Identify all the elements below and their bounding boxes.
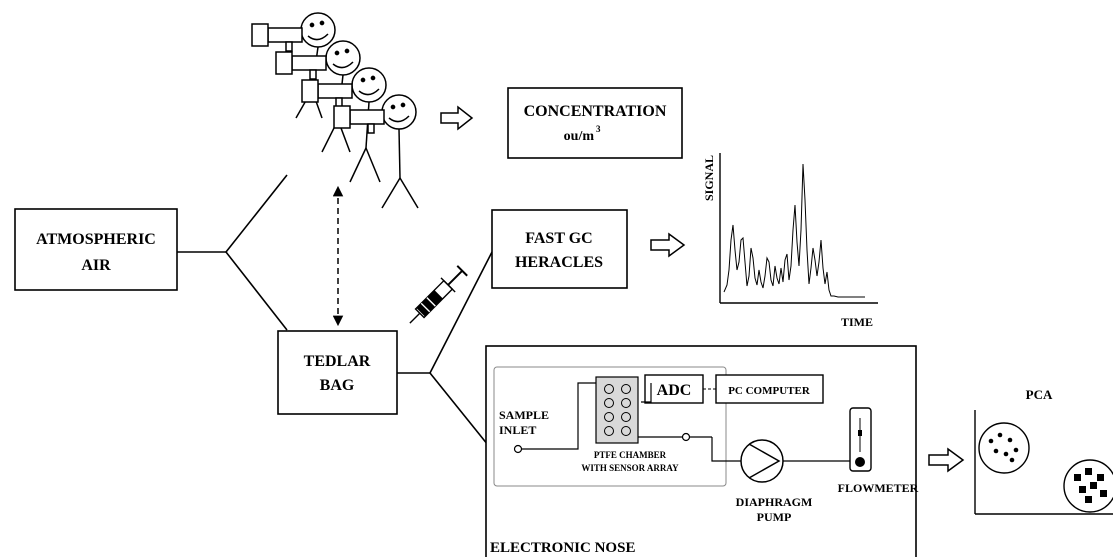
gas-line <box>518 382 850 462</box>
connector-lines <box>177 174 493 451</box>
arrow-right-icon <box>440 105 474 131</box>
sample-inlet-line2: INLET <box>499 423 536 437</box>
cluster-circles <box>978 422 1113 513</box>
concentration-unit: ou/m <box>564 129 595 144</box>
tedlar-bag-line2: BAG <box>320 377 355 394</box>
panelist-icon <box>301 67 387 183</box>
pca-plot: PCA <box>974 387 1113 515</box>
flowmeter-label: FLOWMETER <box>838 481 919 495</box>
panelist-icon <box>333 94 419 209</box>
atmospheric-air-box: ATMOSPHERIC AIR <box>14 208 178 291</box>
syringe-icon <box>409 265 468 324</box>
concentration-label: CONCENTRATION <box>524 103 667 120</box>
pump-icon <box>740 439 784 483</box>
atmospheric-air-line2: AIR <box>81 257 111 274</box>
concentration-box: CONCENTRATION ou/m 3 <box>507 87 683 159</box>
ptfe-chamber-line2: WITH SENSOR ARRAY <box>581 463 679 473</box>
time-axis-label: TIME <box>841 315 873 329</box>
chromatogram-trace <box>723 163 865 298</box>
flowmeter-icon <box>849 407 872 472</box>
concentration-unit-sup: 3 <box>596 124 601 134</box>
electronic-nose: ELECTRONIC NOSE PTFE CHAMBER WITH SENSOR… <box>485 345 919 557</box>
signal-axis-label: SIGNAL <box>702 155 716 201</box>
fast-gc-line1: FAST GC <box>525 230 592 247</box>
sample-inlet-line1: SAMPLE <box>499 408 549 422</box>
tedlar-bag-line1: TEDLAR <box>304 353 371 370</box>
panelists-group <box>251 12 419 209</box>
sensor-array <box>604 384 631 436</box>
electronic-nose-label: ELECTRONIC NOSE <box>490 540 635 556</box>
arrow-right-icon <box>928 447 965 473</box>
tedlar-bag-box: TEDLAR BAG <box>277 330 398 415</box>
diaphragm-pump-line1: DIAPHRAGM <box>736 495 813 509</box>
pca-label: PCA <box>1026 387 1053 402</box>
chromatogram: SIGNAL TIME <box>702 153 878 329</box>
adc-label: ADC <box>657 382 692 399</box>
diaphragm-pump-line2: PUMP <box>757 510 792 524</box>
fast-gc-line2: HERACLES <box>515 254 603 271</box>
fast-gc-box: FAST GC HERACLES <box>491 209 628 289</box>
arrow-right-icon <box>650 232 686 258</box>
ptfe-chamber-line1: PTFE CHAMBER <box>594 450 667 460</box>
atmospheric-air-line1: ATMOSPHERIC <box>36 231 156 248</box>
pc-computer-label: PC COMPUTER <box>728 385 811 397</box>
